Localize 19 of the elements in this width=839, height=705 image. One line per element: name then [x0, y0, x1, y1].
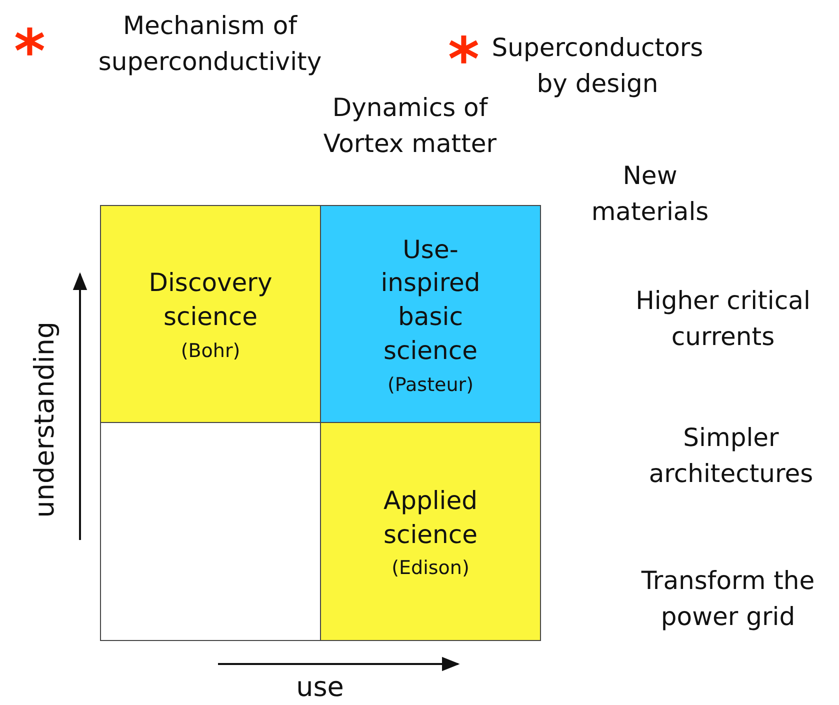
- research-goal-label: Simpler architectures: [648, 422, 814, 490]
- axis-label: understanding: [28, 320, 62, 520]
- quadrant-box: [320, 205, 541, 423]
- quadrant-title: Discovery science: [148, 267, 274, 333]
- quadrant-title: Applied science: [382, 484, 479, 550]
- example-name: (Edison): [392, 557, 470, 580]
- research-goal-label: Transform the power grid: [640, 565, 816, 634]
- quadrant-title: Use-inspired basic science: [380, 234, 482, 367]
- asterisk-mark: *: [14, 22, 46, 82]
- research-goal-label: Mechanism of superconductivity: [97, 10, 323, 78]
- quadrant-box: [100, 422, 321, 641]
- quadrant-box: [100, 205, 321, 423]
- asterisk-mark: *: [448, 30, 480, 90]
- quadrant-box: [320, 422, 541, 641]
- example-name: (Pasteur): [388, 374, 474, 396]
- research-goal-label: New materials: [590, 160, 710, 228]
- research-goal-label: Higher critical currents: [634, 285, 812, 354]
- example-name: (Bohr): [180, 340, 240, 362]
- axis-label: use: [295, 671, 345, 705]
